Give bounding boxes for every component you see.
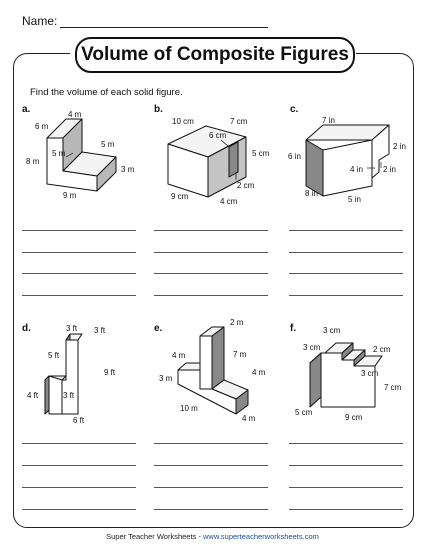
dim-a-7: 9 m bbox=[63, 191, 77, 200]
problem-d-label: d. bbox=[22, 323, 31, 334]
dim-b-4: 5 cm bbox=[252, 149, 270, 158]
dim-b-1: 10 cm bbox=[172, 117, 194, 126]
dim-f-2: 3 cm bbox=[303, 343, 321, 352]
answer-line-c-1[interactable] bbox=[289, 230, 403, 231]
dim-c-1: 7 in bbox=[322, 116, 335, 125]
problem-b-label: b. bbox=[154, 104, 163, 115]
dim-f-6: 5 cm bbox=[295, 408, 313, 417]
answer-line-d-3[interactable] bbox=[22, 487, 136, 488]
answer-line-b-1[interactable] bbox=[154, 230, 268, 231]
name-label: Name: bbox=[22, 14, 58, 28]
dim-f-1: 3 cm bbox=[323, 326, 341, 335]
answer-line-d-4[interactable] bbox=[22, 509, 136, 510]
answer-line-f-3[interactable] bbox=[289, 487, 403, 488]
dim-e-6: 10 m bbox=[180, 404, 198, 413]
answer-line-d-2[interactable] bbox=[22, 465, 136, 466]
answer-line-f-1[interactable] bbox=[289, 443, 403, 444]
dim-f-7: 9 cm bbox=[345, 413, 363, 422]
answer-line-e-1[interactable] bbox=[154, 443, 268, 444]
dim-d-1: 3 ft bbox=[66, 324, 78, 333]
dim-c-5: 2 in bbox=[383, 165, 396, 174]
footer-text: Super Teacher Worksheets - bbox=[106, 532, 203, 541]
dim-c-4: 4 in bbox=[350, 165, 363, 174]
dim-b-7: 4 cm bbox=[220, 197, 238, 206]
dim-c-7: 5 in bbox=[348, 195, 361, 204]
dim-f-5: 7 cm bbox=[384, 383, 402, 392]
dim-e-5: 4 m bbox=[252, 368, 266, 377]
answer-line-b-3[interactable] bbox=[154, 273, 268, 274]
answer-line-e-4[interactable] bbox=[154, 509, 268, 510]
answer-line-d-1[interactable] bbox=[22, 443, 136, 444]
problem-c-label: c. bbox=[290, 104, 299, 115]
dim-f-3: 2 cm bbox=[373, 345, 391, 354]
answer-line-a-1[interactable] bbox=[22, 230, 136, 231]
dim-e-3: 7 m bbox=[233, 350, 247, 359]
dim-b-6: 9 cm bbox=[171, 192, 189, 201]
problem-e-label: e. bbox=[154, 323, 163, 334]
dim-a-1: 4 m bbox=[68, 110, 82, 119]
answer-line-a-3[interactable] bbox=[22, 273, 136, 274]
answer-line-b-4[interactable] bbox=[154, 295, 268, 296]
dim-a-6: 3 m bbox=[121, 165, 135, 174]
dim-a-2: 6 m bbox=[35, 122, 49, 131]
dim-b-2: 7 cm bbox=[230, 117, 248, 126]
answer-line-a-4[interactable] bbox=[22, 295, 136, 296]
dim-a-4: 5 m bbox=[101, 140, 115, 149]
dim-c-6: 8 in bbox=[305, 189, 318, 198]
name-input-line[interactable] bbox=[60, 27, 268, 28]
dim-d-7: 6 ft bbox=[73, 416, 85, 425]
dim-e-7: 4 m bbox=[242, 414, 256, 423]
answer-line-e-2[interactable] bbox=[154, 465, 268, 466]
instructions: Find the volume of each solid figure. bbox=[30, 87, 183, 98]
dim-d-6: 3 ft bbox=[63, 391, 75, 400]
dim-e-2: 4 m bbox=[172, 351, 186, 360]
dim-d-4: 9 ft bbox=[104, 368, 116, 377]
dim-d-5: 4 ft bbox=[27, 391, 39, 400]
dim-d-2: 3 ft bbox=[94, 326, 106, 335]
answer-line-e-3[interactable] bbox=[154, 487, 268, 488]
answer-line-c-4[interactable] bbox=[289, 295, 403, 296]
answer-line-f-4[interactable] bbox=[289, 509, 403, 510]
dim-c-3: 6 in bbox=[288, 152, 301, 161]
answer-line-f-2[interactable] bbox=[289, 465, 403, 466]
dim-b-5: 2 cm bbox=[237, 181, 255, 190]
footer: Super Teacher Worksheets - www.superteac… bbox=[0, 532, 425, 541]
answer-line-b-2[interactable] bbox=[154, 252, 268, 253]
dim-a-5: 8 m bbox=[26, 157, 40, 166]
dim-a-3: 5 m bbox=[52, 149, 66, 158]
answer-line-a-2[interactable] bbox=[22, 252, 136, 253]
answer-line-c-2[interactable] bbox=[289, 252, 403, 253]
problem-f-label: f. bbox=[290, 323, 297, 334]
dim-e-1: 2 m bbox=[230, 318, 244, 327]
dim-b-3: 6 cm bbox=[209, 131, 227, 140]
dim-d-3: 5 ft bbox=[48, 351, 60, 360]
page-title: Volume of Composite Figures bbox=[75, 37, 355, 73]
dim-e-4: 3 m bbox=[159, 374, 173, 383]
answer-line-c-3[interactable] bbox=[289, 273, 403, 274]
problem-a-label: a. bbox=[22, 104, 31, 115]
dim-c-2: 2 in bbox=[393, 142, 406, 151]
footer-link[interactable]: www.superteacherworksheets.com bbox=[202, 532, 319, 541]
dim-f-4: 3 cm bbox=[361, 369, 379, 378]
